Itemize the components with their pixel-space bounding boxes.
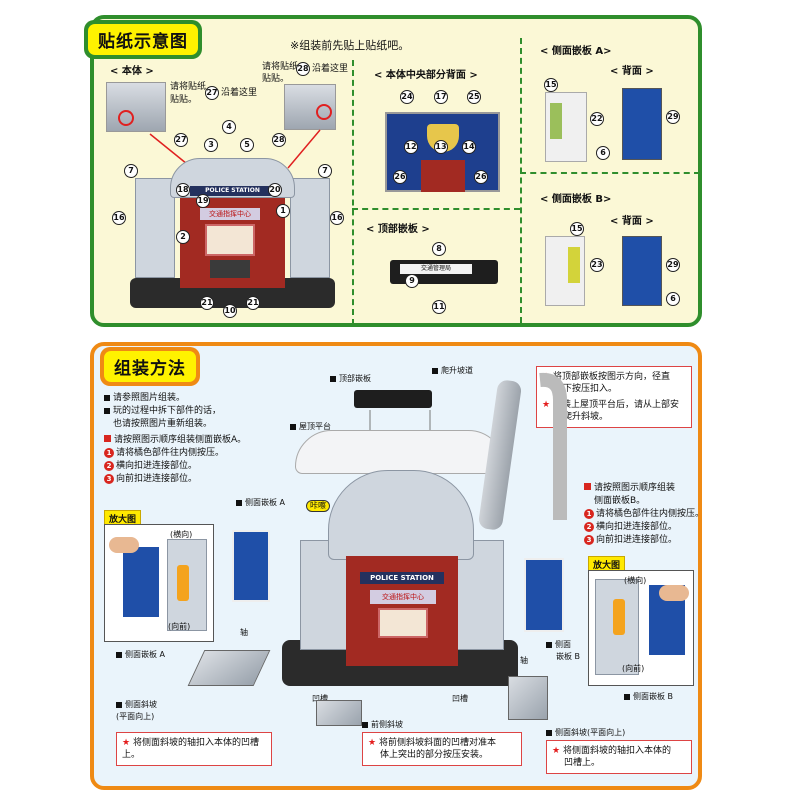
zoom-horizontal-right: (横向) [624, 576, 647, 585]
label-side-slope-sub: (平面向上) [116, 712, 155, 721]
intro-line-1: 请参照图片组装。 [113, 393, 186, 403]
zoom-box-left [104, 524, 214, 642]
note-side-slope-right: ★ 将侧面斜坡的轴扣入本体的 凹槽上。 [546, 740, 692, 774]
slide-note-b: 装爬升斜坡。 [554, 412, 609, 422]
label-front-slope: 前侧斜坡 [362, 720, 403, 730]
label-side-slope-right: 侧面斜坡(平面向上) [546, 728, 625, 738]
sticker-note: ※组装前先贴上贴纸吧。 [290, 39, 410, 52]
step-a-2: 横向扣进连接部位。 [116, 461, 198, 471]
assembly-title: 组装方法 [104, 351, 196, 382]
intro-line-2: 玩的过程中拆下部件的话， [113, 406, 222, 416]
main-body-label: < 本体 > [110, 66, 154, 77]
roof-panel-plate: 交通管理局 [400, 264, 472, 274]
dome [328, 470, 474, 560]
label-side-slope: 侧面斜坡 [116, 700, 157, 710]
label-side-a-bottom: 侧面嵌板 A [116, 650, 165, 660]
roof-note-a: 将顶部嵌板按图示方向，径直 [552, 372, 670, 382]
roof-panel-label: < 顶部嵌板 > [366, 224, 430, 235]
divider-1 [352, 60, 354, 325]
label-shaft-left: 轴 [240, 628, 248, 637]
front-slope [316, 700, 362, 726]
label-groove-left: 凹槽 [312, 694, 328, 703]
label-roof-platform: 屋顶平台 [290, 422, 331, 432]
zoom-box-right [588, 570, 694, 686]
side-a-panel [232, 530, 270, 602]
police-sign: POLICE STATION [190, 186, 275, 196]
sticker-title-tag: 贴纸示意图 [84, 20, 202, 59]
label-groove-right: 凹槽 [452, 694, 468, 703]
num-28a: 28 [296, 62, 310, 76]
detail-ring-right [316, 104, 332, 120]
num-27a: 27 [205, 86, 219, 100]
zoom-forward-left: (向前) [168, 622, 191, 631]
callout-left-c: 沿着这里 [221, 88, 258, 98]
slide-note-a: 安装上屋顶平台后，请从上部安 [552, 400, 679, 410]
side-b-label: < 侧面嵌板 B> [540, 194, 612, 205]
label-side-b-bottom: 侧面嵌板 B [624, 692, 673, 702]
step-b-heading-a: 请按照图示顺序组装 [594, 483, 676, 493]
label-side-a: 侧面嵌板 A [236, 498, 285, 508]
roof-note-b: 向下按压扣入。 [554, 384, 618, 394]
side-slope-right [508, 676, 548, 720]
side-a-back-label: < 背面 > [610, 66, 654, 77]
side-a-back [622, 88, 662, 160]
side-a-front [545, 92, 587, 162]
center-back-label: < 本体中央部分背面 > [374, 70, 478, 81]
label-side-b2: 嵌板 B [556, 652, 581, 661]
label-roof-panel: 顶部嵌板 [330, 374, 371, 384]
intro-line-3: 也请按照图片重新组装。 [113, 419, 213, 429]
side-b-back [622, 236, 662, 306]
label-climb-slope: 爬升坡道 [432, 366, 473, 376]
sticker-title: 贴纸示意图 [88, 24, 198, 55]
callout-right-a: 请将贴纸 [262, 62, 299, 72]
roof-panel-piece [354, 390, 432, 408]
assembly-sign: POLICE STATION [360, 572, 444, 584]
zoom-horizontal-left: (横向) [170, 530, 193, 539]
step-b-heading-b: 侧面嵌板B。 [594, 496, 646, 506]
assembly-banner: 交通指挥中心 [370, 590, 436, 604]
station-banner: 交通指挥中心 [200, 208, 260, 220]
roof-platform-piece [295, 430, 505, 474]
divider-4 [520, 172, 700, 174]
step-a-heading: 请按照图示顺序组装侧面嵌板A。 [114, 435, 247, 445]
assembly-title-tag: 组装方法 [100, 347, 200, 386]
side-b-front [545, 236, 585, 306]
zoom-forward-right: (向前) [622, 664, 645, 673]
label-shaft-right: 轴 [520, 656, 528, 665]
side-b-back-label: < 背面 > [610, 216, 654, 227]
label-side-b: 侧面 [546, 640, 571, 650]
callout-right-b: 贴贴。 [262, 74, 290, 84]
divider-3 [352, 208, 520, 210]
note-front-slope: ★ 将前侧斜坡斜面的凹槽对准本 体上突出的部分按压安装。 [362, 732, 522, 766]
assembly-screen [378, 608, 428, 638]
intro-list: 请参照图片组装。 玩的过程中拆下部件的话， 也请按照图片重新组装。 [104, 392, 221, 431]
divider-2 [520, 38, 522, 323]
step-b-1: 请将橘色部件往内侧按压。 [596, 509, 705, 519]
side-a-label: < 侧面嵌板 A> [540, 46, 612, 57]
callout-left-b: 贴贴。 [170, 95, 198, 105]
note-side-slope-left: ★ 将侧面斜坡的轴扣入本体的凹槽上。 [116, 732, 272, 766]
detail-ring-left [118, 110, 134, 126]
step-b-2: 横向扣进连接部位。 [596, 522, 678, 532]
step-a-3: 向前扣进连接部位。 [116, 474, 198, 484]
side-b-panel [524, 558, 564, 632]
callout-right-c: 沿着这里 [312, 64, 349, 74]
detail-thumb-left [106, 82, 166, 132]
callout-left-a: 请将贴纸 [170, 82, 207, 92]
label-click: 咔嚓 [306, 500, 330, 512]
step-b-3: 向前扣进连接部位。 [596, 535, 678, 545]
station-illustration: POLICE STATION 交通指挥中心 [125, 138, 345, 313]
step-a-1: 请将橘色部件往内侧按压。 [116, 448, 225, 458]
